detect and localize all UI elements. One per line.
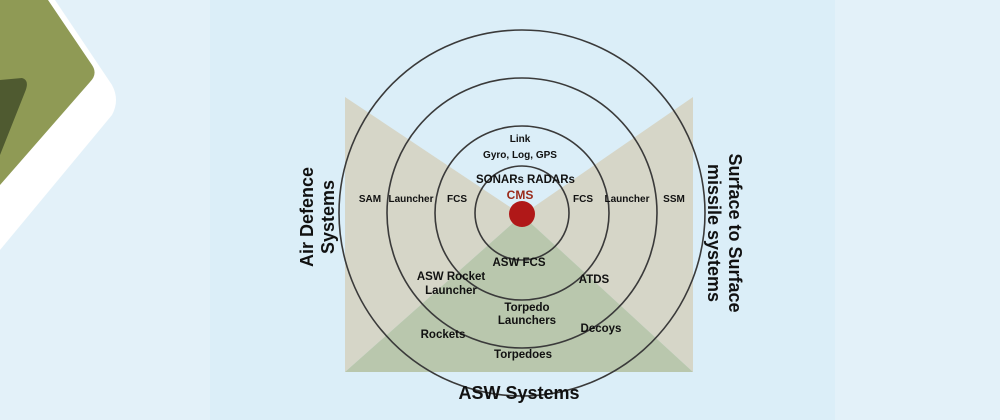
- ad-launcher-label: Launcher: [388, 194, 433, 205]
- ring-inner: [474, 165, 570, 261]
- ring-outer: [338, 29, 706, 397]
- asw-fcs-label: ASW FCS: [492, 257, 545, 269]
- air-defence-sector: [345, 97, 522, 372]
- nav-sensors-label: Gyro, Log, GPS: [483, 150, 557, 161]
- corner-dark-olive-shape: [0, 78, 27, 155]
- corner-olive-shape: [0, 0, 95, 185]
- asw-sector: [345, 215, 693, 372]
- cms-label: CMS: [507, 188, 534, 202]
- surface-missile-title-line2: missile systems: [704, 164, 724, 302]
- ss-launcher-label: Launcher: [604, 194, 649, 205]
- ad-fcs-label: FCS: [447, 194, 467, 205]
- air-defence-title-line1: Air Defence: [297, 167, 317, 267]
- asw-systems-title: ASW Systems: [458, 383, 579, 403]
- air-defence-title-line2: Systems: [318, 180, 338, 254]
- cms-core: [509, 201, 535, 227]
- asw-rocket-launcher-line1: ASW Rocket: [417, 271, 486, 283]
- ring-third: [386, 77, 658, 349]
- sam-label: SAM: [359, 194, 381, 205]
- surface-missile-title: Surface to Surface missile systems: [704, 153, 745, 312]
- ss-fcs-label: FCS: [573, 194, 593, 205]
- torpedo-launchers-line2: Launchers: [498, 315, 556, 327]
- torpedo-launchers-line1: Torpedo: [504, 302, 549, 314]
- sonars-label: SONARs: [476, 174, 524, 186]
- asw-rocket-launcher-line2: Launcher: [425, 285, 477, 297]
- atds-label: ATDS: [579, 274, 610, 286]
- torpedoes-label: Torpedoes: [494, 349, 552, 361]
- air-defence-title: Air Defence Systems: [297, 167, 338, 267]
- rockets-label: Rockets: [421, 329, 466, 341]
- rings: [338, 29, 706, 397]
- link-label: Link: [510, 134, 531, 145]
- radars-label: RADARs: [527, 174, 575, 186]
- surface-missile-title-line1: Surface to Surface: [725, 153, 745, 312]
- corner-decoration: [0, 0, 116, 250]
- ring-second: [434, 125, 610, 301]
- surface-missile-sector: [522, 97, 693, 372]
- ssm-label: SSM: [663, 194, 685, 205]
- decoys-label: Decoys: [581, 323, 622, 335]
